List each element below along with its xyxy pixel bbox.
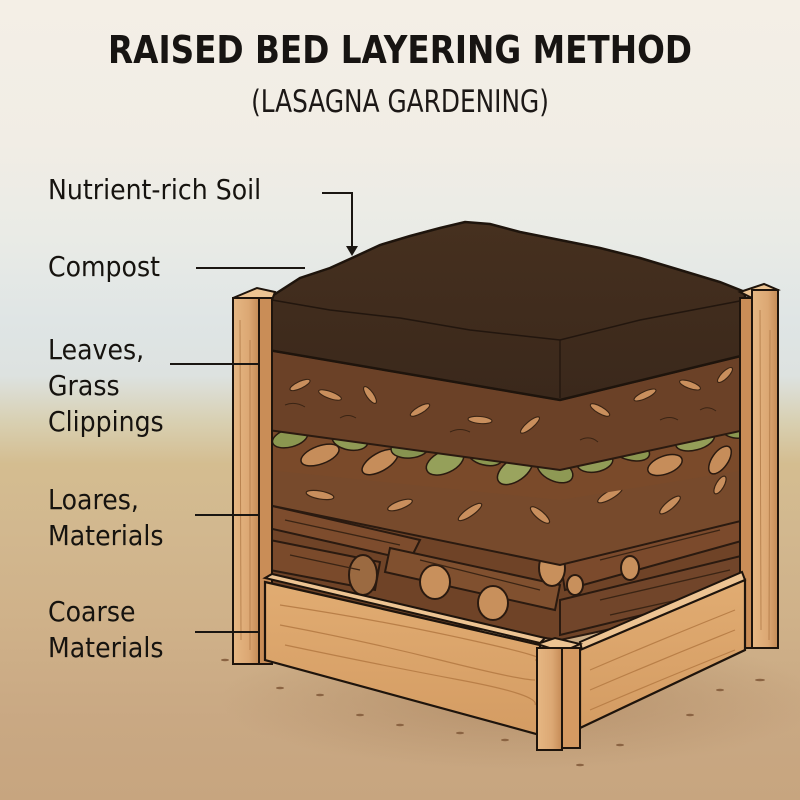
front-right-board [578,570,747,730]
label-line: Coarse [48,595,136,628]
label-loares-materials: Loares, Materials [48,482,164,554]
label-compost: Compost [48,249,160,285]
soil-leader-line [322,192,353,248]
label-coarse-materials: Coarse Materials [48,594,164,666]
compost-layer [267,348,746,472]
right-post [737,282,781,649]
arrow-down-icon [346,246,358,256]
label-leaves-grass-clippings: Leaves, Grass Clippings [48,332,164,440]
label-line: Loares, [48,483,139,516]
label-line: Clippings [48,405,164,438]
front-left-board [262,572,547,737]
page-title: RAISED BED LAYERING METHOD [108,28,692,72]
label-line: Grass [48,369,120,402]
leader-lines [170,192,353,633]
label-text: Compost [48,250,160,283]
label-line: Materials [48,631,164,664]
label-text: Nutrient-rich Soil [48,173,262,206]
label-nutrient-rich-soil: Nutrient-rich Soil [48,172,261,208]
label-line: Materials [48,519,164,552]
ground-specks [221,658,765,767]
label-line: Leaves, [48,333,145,366]
page-subtitle: (LASAGNA GARDENING) [251,84,549,120]
left-post [232,286,277,665]
front-corner-post [533,636,584,751]
